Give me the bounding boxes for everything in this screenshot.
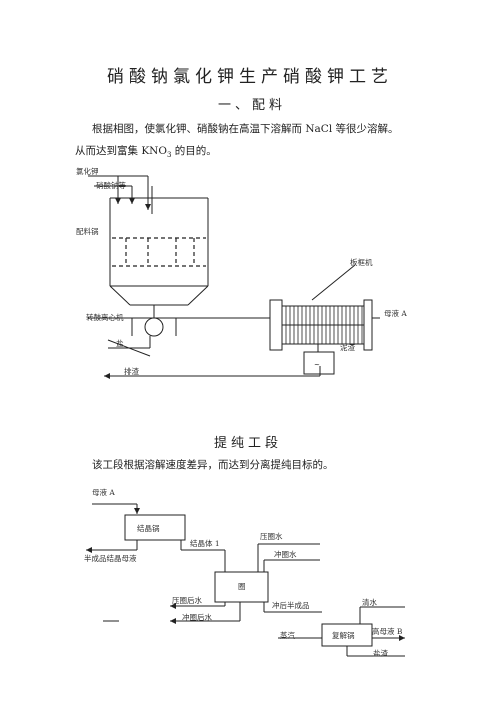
subscript-3: 3 <box>166 151 172 160</box>
label-crystallizer: 结晶锅 <box>137 524 160 533</box>
label-semi-mother-liquor: 半成品结晶母液 <box>84 554 137 563</box>
label-nano3: 硝酸钠等 <box>96 181 126 190</box>
centrifuge-shape <box>88 305 180 348</box>
ring-shape <box>103 543 322 624</box>
label-press-water: 压圈水 <box>260 532 283 541</box>
crystallizer-shape <box>86 503 226 572</box>
svg-text:~: ~ <box>314 361 320 369</box>
sludge-tank-shape: ~ <box>303 344 335 375</box>
label-batching-vessel: 配料锅 <box>76 227 99 236</box>
paragraph-purification: 该工段根据溶解速度差异，而达到分离提纯目标的。 <box>92 459 334 471</box>
label-mother-liquor-a-2: 母液 A <box>92 488 115 497</box>
label-kcl: 氯化钾 <box>76 167 99 176</box>
page-title: 硝酸钠氯化钾生产硝酸钾工艺 <box>107 67 393 87</box>
label-clear-water: 清水 <box>362 598 377 607</box>
section-heading-batching: 一、配料 <box>218 98 287 113</box>
feed-lines <box>88 175 153 214</box>
label-filter-press: 板框机 <box>350 258 373 267</box>
label-wash-after-water: 冲圈后水 <box>182 613 212 622</box>
label-crystal-1: 结晶体 1 <box>190 539 220 548</box>
label-steam: 蒸汽 <box>280 631 295 640</box>
batching-vessel-shape <box>109 197 209 306</box>
label-salt-slag: 盐渣 <box>373 649 388 658</box>
salt-discharge-lines <box>104 339 321 379</box>
label-mother-liquor-a: 母液 A <box>384 309 407 318</box>
label-press-after-water: 压圈后水 <box>172 596 202 605</box>
label-high-mother-b: 高母液 B <box>372 627 403 636</box>
filter-press-shape <box>269 264 380 351</box>
label-redissolve-vessel: 复解锅 <box>332 631 355 640</box>
label-wash-water: 冲圈水 <box>274 550 297 559</box>
label-semi-after-wash: 冲后半成品 <box>272 601 310 610</box>
label-centrifuge: 转鼓离心机 <box>86 313 124 322</box>
label-salt: 盐 <box>116 339 124 348</box>
paragraph-line-2-prefix: 从而达到富集 KNO <box>75 145 167 157</box>
redissolve-shape <box>278 606 405 657</box>
paragraph-line-2-suffix: 的目的。 <box>171 145 217 157</box>
paragraph-line-2: 从而达到富集 KNO3 的目的。 <box>75 140 217 166</box>
paragraph-line-1: 根据相图，使氯化钾、硝酸钠在高温下溶解而 NaCl 等很少溶解。 <box>92 123 399 135</box>
heating-coil-lines <box>112 237 206 267</box>
section-heading-purification: 提纯工段 <box>214 436 283 451</box>
label-ring: 圈 <box>238 582 246 591</box>
label-discharge: 排渣 <box>124 367 139 376</box>
label-sludge: 泥渣 <box>340 343 355 352</box>
